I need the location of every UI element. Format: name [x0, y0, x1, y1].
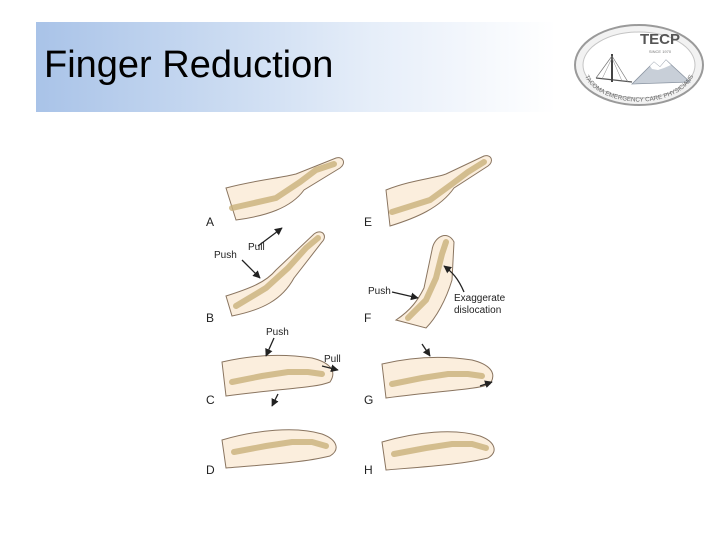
- panel-letter-c: C: [206, 393, 215, 407]
- logo-since: SINCE 1970: [649, 49, 672, 54]
- panel-letter-a: A: [206, 215, 214, 229]
- panel-d-illustration: [221, 429, 337, 469]
- slide-title: Finger Reduction: [44, 44, 334, 86]
- panel-e-illustration: [385, 155, 492, 227]
- panel-letter-g: G: [364, 393, 373, 407]
- panel-f-illustration: [391, 235, 465, 329]
- label-exaggerate: Exaggerate: [454, 293, 506, 304]
- title-bar: Finger Reduction: [36, 22, 556, 112]
- label-push-b: Push: [214, 250, 237, 261]
- label-dislocation: dislocation: [454, 305, 501, 316]
- tecp-logo: TECP SINCE 1970 TACOMA EMERGENCY CARE PH…: [572, 22, 706, 108]
- panel-letter-f: F: [364, 311, 371, 325]
- panel-h-illustration: [381, 431, 495, 471]
- panel-letter-e: E: [364, 215, 372, 229]
- label-pull-c: Pull: [324, 354, 341, 365]
- label-push-f: Push: [368, 286, 391, 297]
- panel-a-illustration: [225, 157, 344, 221]
- panel-letter-h: H: [364, 463, 373, 477]
- label-push-c: Push: [266, 327, 289, 338]
- logo-name: TECP: [640, 31, 680, 48]
- panel-letter-b: B: [206, 311, 214, 325]
- panel-b-illustration: [225, 227, 325, 317]
- label-pull-b: Pull: [248, 242, 265, 253]
- finger-reduction-figure: A E Pull Push B Push Exaggerate dislocat…: [196, 150, 516, 490]
- panel-g-illustration: [381, 343, 494, 399]
- panel-letter-d: D: [206, 463, 215, 477]
- panel-c-illustration: [221, 337, 339, 407]
